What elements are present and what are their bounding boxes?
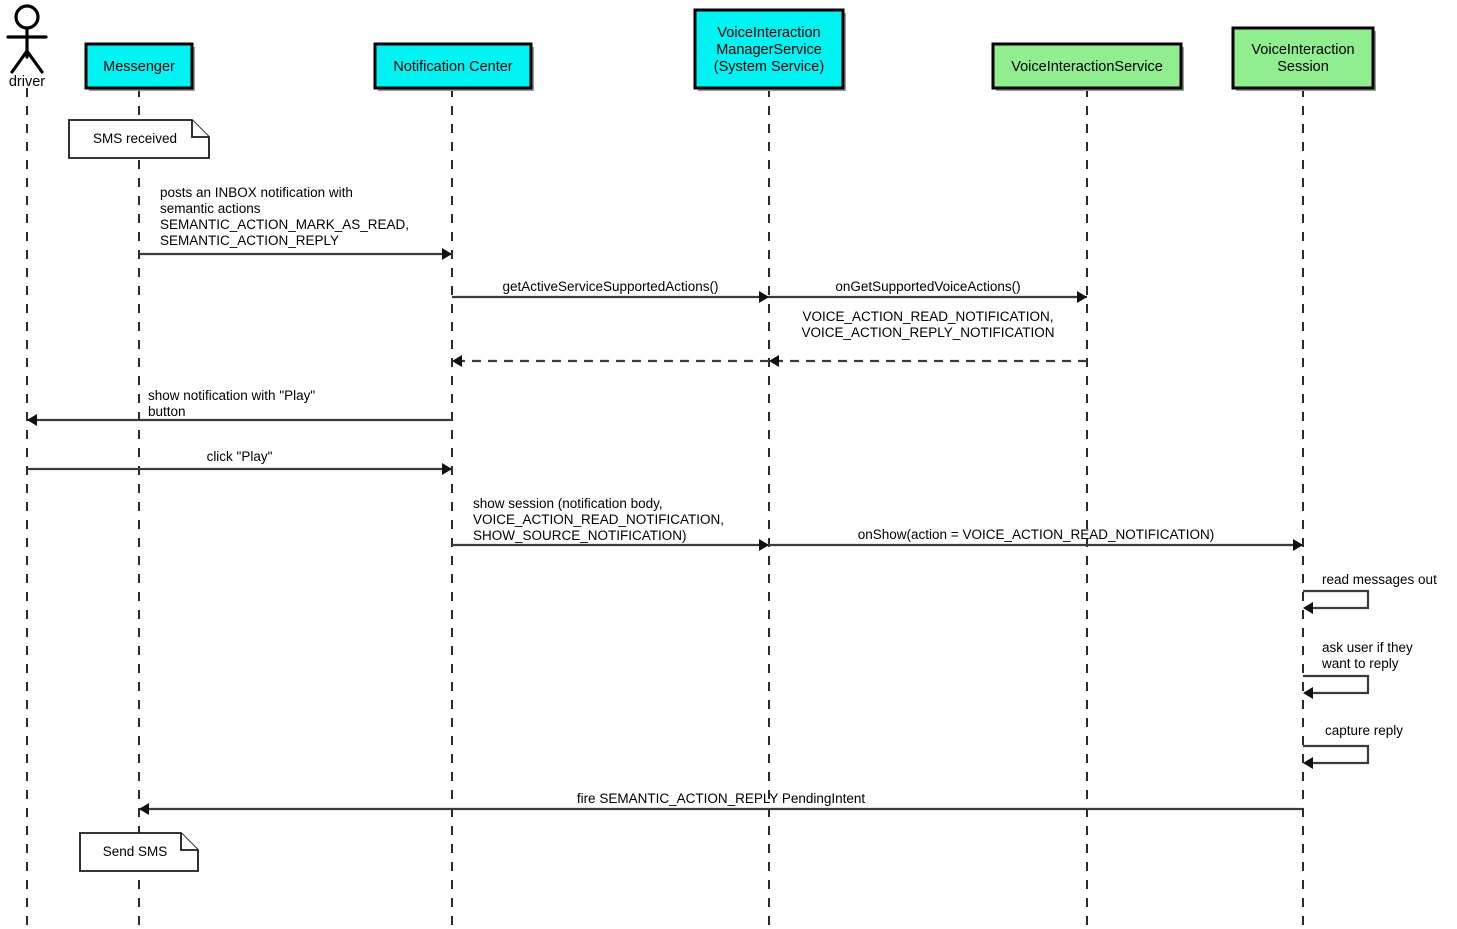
msg-post-inbox-notification (139, 248, 452, 260)
msg-show-notification-with-play-label: show notification with "Play" button (148, 388, 316, 419)
msg-return-voice-actions-to-vims-arrowhead-icon (769, 355, 779, 367)
msg-get-active-service-supported-actions (452, 291, 769, 303)
msg-show-notification-with-play-arrowhead-icon (27, 414, 37, 426)
msg-on-show-arrowhead-icon (1293, 539, 1303, 551)
msg-show-notification-with-play (27, 414, 452, 426)
participant-box-notification-center[interactable] (373, 42, 534, 91)
participant-box-fill-notification-center[interactable] (373, 42, 533, 90)
participant-box-messenger[interactable] (84, 42, 195, 91)
participant-box-fill-messenger[interactable] (84, 42, 194, 90)
msg-show-session (452, 539, 769, 551)
self-ask-user-if-they-want-to-reply-arrowhead-icon (1303, 687, 1313, 699)
note-sms-received-fold-icon (191, 120, 209, 138)
participant-box-voice-interaction-service[interactable] (991, 42, 1184, 91)
msg-fire-semantic-action-reply-arrowhead-icon (139, 803, 149, 815)
msg-click-play-arrowhead-icon (442, 463, 452, 475)
msg-return-voice-actions-to-nc-arrowhead-icon (452, 355, 462, 367)
msg-fire-semantic-action-reply (139, 803, 1303, 815)
msg-click-play (27, 463, 452, 475)
self-read-messages-out-label: read messages out (1322, 572, 1437, 587)
participant-label-notification-center: Notification Center (393, 58, 513, 75)
msg-on-get-supported-voice-actions-label: onGetSupportedVoiceActions() (835, 279, 1021, 294)
msg-return-voice-actions-to-nc (452, 355, 769, 367)
participant-box-fill-voice-interaction-service[interactable] (991, 42, 1183, 90)
note-sms-received (68, 119, 210, 159)
note-send-sms (79, 832, 199, 872)
msg-on-get-supported-voice-actions-arrowhead-icon (1077, 291, 1087, 303)
participant-box-fill-voice-interaction-manager-service[interactable] (693, 8, 845, 90)
note-send-sms-label: Send SMS (102, 844, 168, 859)
actor-leg-right-icon (25, 49, 44, 74)
actor-leg-left-icon (10, 49, 29, 74)
actor-driver (6, 4, 48, 74)
participant-label-voice-interaction-session: VoiceInteraction Session (1251, 42, 1355, 76)
actor-label-driver: driver (8, 74, 46, 90)
msg-post-inbox-notification-arrowhead-icon (442, 248, 452, 260)
participant-box-fill-voice-interaction-session[interactable] (1231, 26, 1375, 90)
msg-get-active-service-supported-actions-label: getActiveServiceSupportedActions() (502, 279, 719, 294)
msg-show-session-label: show session (notification body, VOICE_A… (473, 496, 725, 543)
msg-fire-semantic-action-reply-label: fire SEMANTIC_ACTION_REPLY PendingIntent (576, 791, 866, 806)
msg-on-get-supported-voice-actions (769, 291, 1087, 303)
note-sms-received-shape (68, 119, 210, 159)
msg-on-show (769, 539, 1303, 551)
msg-return-voice-actions-to-vims-label: VOICE_ACTION_READ_NOTIFICATION, VOICE_AC… (801, 309, 1055, 340)
note-send-sms-shape (79, 832, 199, 872)
actor-head-icon (14, 4, 40, 30)
participant-label-voice-interaction-service: VoiceInteractionService (1011, 58, 1163, 75)
self-capture-reply-line (1303, 744, 1370, 765)
msg-show-session-arrowhead-icon (759, 539, 769, 551)
msg-post-inbox-notification-label: posts an INBOX notification with semanti… (160, 185, 410, 248)
participant-box-voice-interaction-session[interactable] (1231, 26, 1376, 91)
msg-get-active-service-supported-actions-arrowhead-icon (759, 291, 769, 303)
participant-label-messenger: Messenger (103, 58, 175, 75)
msg-click-play-label: click "Play" (206, 449, 273, 464)
participant-box-voice-interaction-manager-service[interactable] (693, 8, 846, 91)
msg-on-show-label: onShow(action = VOICE_ACTION_READ_NOTIFI… (857, 527, 1215, 542)
participant-label-voice-interaction-manager-service: VoiceInteraction ManagerService (System … (713, 24, 825, 75)
self-ask-user-if-they-want-to-reply-line (1303, 674, 1370, 695)
self-capture-reply (1303, 744, 1370, 769)
self-capture-reply-arrowhead-icon (1303, 757, 1313, 769)
self-capture-reply-label: capture reply (1325, 723, 1404, 738)
note-send-sms-fold-icon (180, 833, 198, 851)
self-ask-user-if-they-want-to-reply-label: ask user if they want to reply (1322, 640, 1413, 671)
note-sms-received-label: SMS received (92, 131, 178, 146)
self-read-messages-out-arrowhead-icon (1303, 602, 1313, 614)
self-read-messages-out (1303, 589, 1370, 614)
msg-return-voice-actions-to-vims (769, 355, 1087, 367)
self-ask-user-if-they-want-to-reply (1303, 674, 1370, 699)
self-read-messages-out-line (1303, 589, 1370, 610)
